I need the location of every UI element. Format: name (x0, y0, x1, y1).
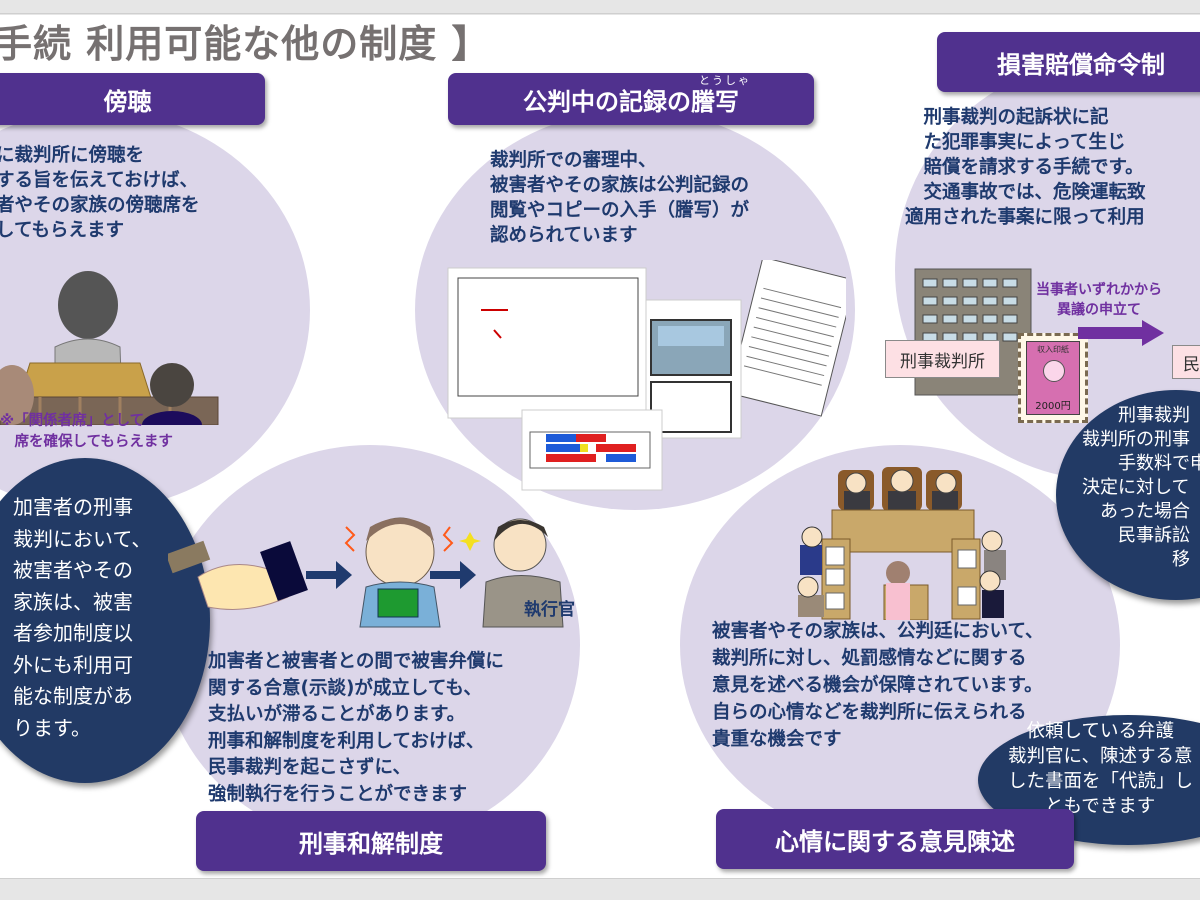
intro-bubble (0, 458, 210, 783)
courtroom-illustration (797, 467, 1006, 620)
revenue-stamp: 収入印紙 2000円 (1018, 333, 1088, 423)
flower-icon (1043, 360, 1065, 382)
wakai-label: 刑事和解制度 (196, 811, 546, 871)
window-top-bar (0, 0, 1200, 14)
civil-court-chip: 民 (1172, 345, 1200, 379)
bocho-label-text: 傍聴 (103, 87, 152, 116)
gallery-seating-illustration (0, 271, 219, 425)
civil-court-chip-text: 民 (1183, 354, 1200, 375)
objection-arrow-label: 当事者いずれかから 異議の申立て (1036, 282, 1162, 318)
intro-bubble-text: 加害者の刑事 裁判において、 被害者やその 家族は、被害 者参加制度以 外にも利… (13, 495, 152, 740)
settlement-handshake-illustration (168, 517, 564, 628)
songai-body: 刑事裁判の起訴状に記 た犯罪事実によって生じ 賠償を請求する手続です。 交通事故… (905, 107, 1146, 228)
songai-label-text: 損害賠償命令制 (997, 50, 1165, 79)
iken-body: 被害者やその家族は、公判廷において、 裁判所に対し、処罰感情などに関する 意見を… (712, 621, 1044, 750)
toshya-body: 裁判所での審理中、 被害者やその家族は公判記録の 閲覧やコピーの入手（謄写）が … (490, 150, 750, 246)
wakai-body: 加害者と被害者との間で被害弁償に 関する合意(示談)が成立しても、 支払いが滞る… (208, 651, 504, 805)
toshya-ruby: とうしゃ (699, 74, 751, 87)
stamp-value: 2000円 (1035, 401, 1071, 412)
right-arrow-icon (1078, 320, 1164, 346)
criminal-court-chip: 刑事裁判所 (885, 340, 1000, 378)
toshya-label: 公判中の記録の謄写 (448, 73, 814, 125)
bocho-body: に裁判所に傍聴を する旨を伝えておけば、 者やその家族の傍聴席を してもらえます (0, 145, 200, 241)
songai-bubble-text: 刑事裁判 裁判所の刑事 手数料で申 決定に対して あった場合 民事訴訟 移 (1082, 405, 1200, 570)
officer-caption: 執行官 (524, 600, 575, 620)
bocho-label: 傍聴 (0, 73, 265, 125)
court-records-illustration (447, 260, 846, 491)
iken-bubble-text: 依頼している弁護 裁判官に、陳述する意 した書面を「代読」し ともできます (1008, 721, 1194, 817)
wakai-circle (160, 445, 580, 845)
window-bottom-bar (0, 878, 1200, 900)
slide-title: 手続 利用可能な他の制度 】 (0, 22, 491, 66)
wakai-label-text: 刑事和解制度 (299, 829, 443, 858)
toshya-label-text: 公判中の記録の謄写 (523, 87, 739, 116)
slide: 手続 利用可能な他の制度 】 傍聴 に裁判所に傍聴を する旨を伝えておけば、 者… (0, 15, 1200, 878)
songai-label: 損害賠償命令制 (937, 32, 1200, 92)
stamp-label: 収入印紙 (1037, 345, 1069, 354)
iken-label: 心情に関する意見陳述 (716, 809, 1074, 869)
bocho-note: ※「関係者席」として 席を確保してもらえます (0, 413, 173, 450)
iken-label-text: 心情に関する意見陳述 (775, 827, 1015, 856)
criminal-court-chip-text: 刑事裁判所 (900, 351, 985, 372)
